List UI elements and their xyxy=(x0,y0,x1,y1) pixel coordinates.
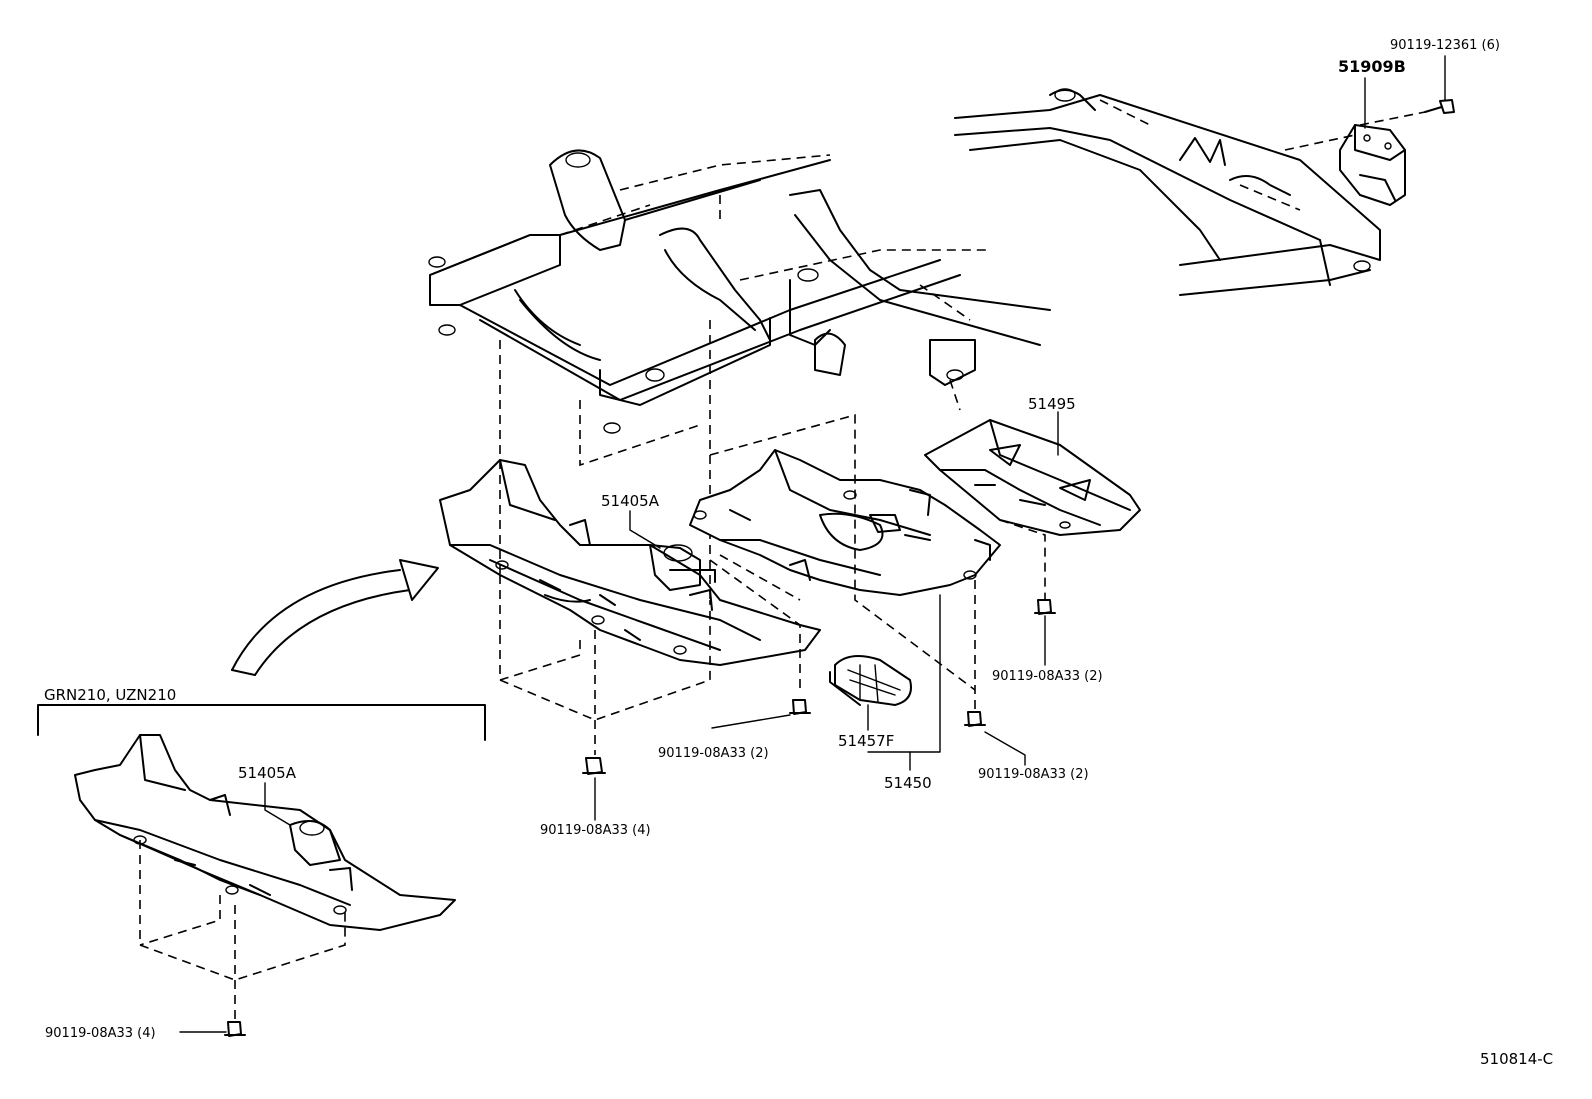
bolt-front-bottom-icon xyxy=(582,757,606,775)
leader-lines xyxy=(179,55,1446,1033)
cover-51495 xyxy=(924,419,1141,600)
bracket-51909b xyxy=(1339,124,1406,206)
cover-variant-dashed-box xyxy=(139,840,346,1020)
arrow-icon xyxy=(231,559,439,676)
label-cover-51450: 51450 xyxy=(884,774,932,792)
bolt-12361-icon xyxy=(1284,99,1455,151)
bolt-far-right-icon xyxy=(1034,599,1056,615)
plug-51457f xyxy=(829,655,912,706)
label-diagram-code: 510814-C xyxy=(1480,1050,1553,1068)
bolt-mid-left-icon xyxy=(789,699,811,715)
label-plug-51457f: 51457F xyxy=(838,732,894,750)
label-cover-51495: 51495 xyxy=(1028,395,1076,413)
cover-51405a xyxy=(439,459,821,666)
cover-51450 xyxy=(689,449,1001,596)
rear-frame xyxy=(954,88,1381,296)
variant-bracket xyxy=(37,704,486,741)
label-cover-variant: 51405A xyxy=(238,764,297,782)
cover-51450-dashed xyxy=(709,413,976,710)
label-variant-title: GRN210, UZN210 xyxy=(44,686,176,704)
label-bolt-12361: 90119-12361 (6) xyxy=(1390,38,1500,53)
label-cover-51405a: 51405A xyxy=(601,492,660,510)
front-frame xyxy=(428,149,1051,434)
bolt-variant-icon xyxy=(224,1021,246,1037)
label-bracket-51909b: 51909B xyxy=(1338,57,1406,76)
bolt-mid-right-icon xyxy=(964,711,986,727)
label-bolt-mid-right: 90119-08A33 (2) xyxy=(978,767,1089,782)
label-bolt-mid-left: 90119-08A33 (2) xyxy=(658,746,769,761)
label-bolt-front-bottom: 90119-08A33 (4) xyxy=(540,823,651,838)
label-bolt-variant: 90119-08A33 (4) xyxy=(45,1026,156,1041)
cover-51405a-variant xyxy=(74,734,456,931)
label-bolt-far-right: 90119-08A33 (2) xyxy=(992,669,1103,684)
cover-51405a-dashed-box xyxy=(499,320,801,755)
